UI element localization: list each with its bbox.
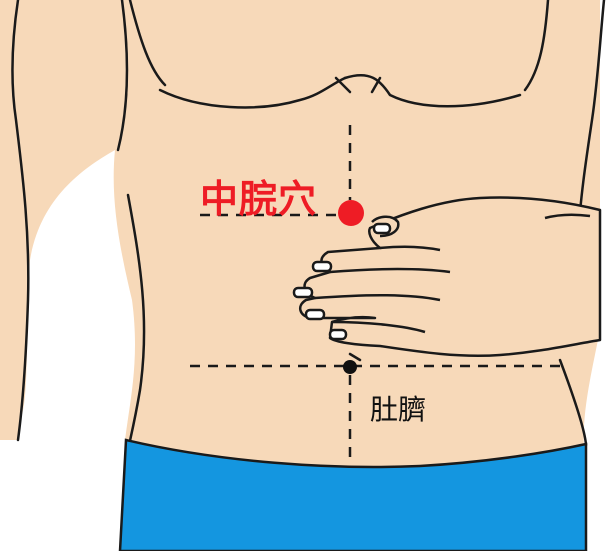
fingernail [330, 330, 346, 339]
navel-marker [343, 360, 357, 374]
acupoint-label: 中脘穴 [200, 168, 317, 223]
acupoint-marker [338, 200, 364, 226]
fingernail [313, 262, 331, 271]
fingernail [306, 310, 324, 319]
fingernail [294, 288, 312, 297]
fingernail [374, 224, 390, 233]
navel-label: 肚臍 [370, 388, 426, 428]
